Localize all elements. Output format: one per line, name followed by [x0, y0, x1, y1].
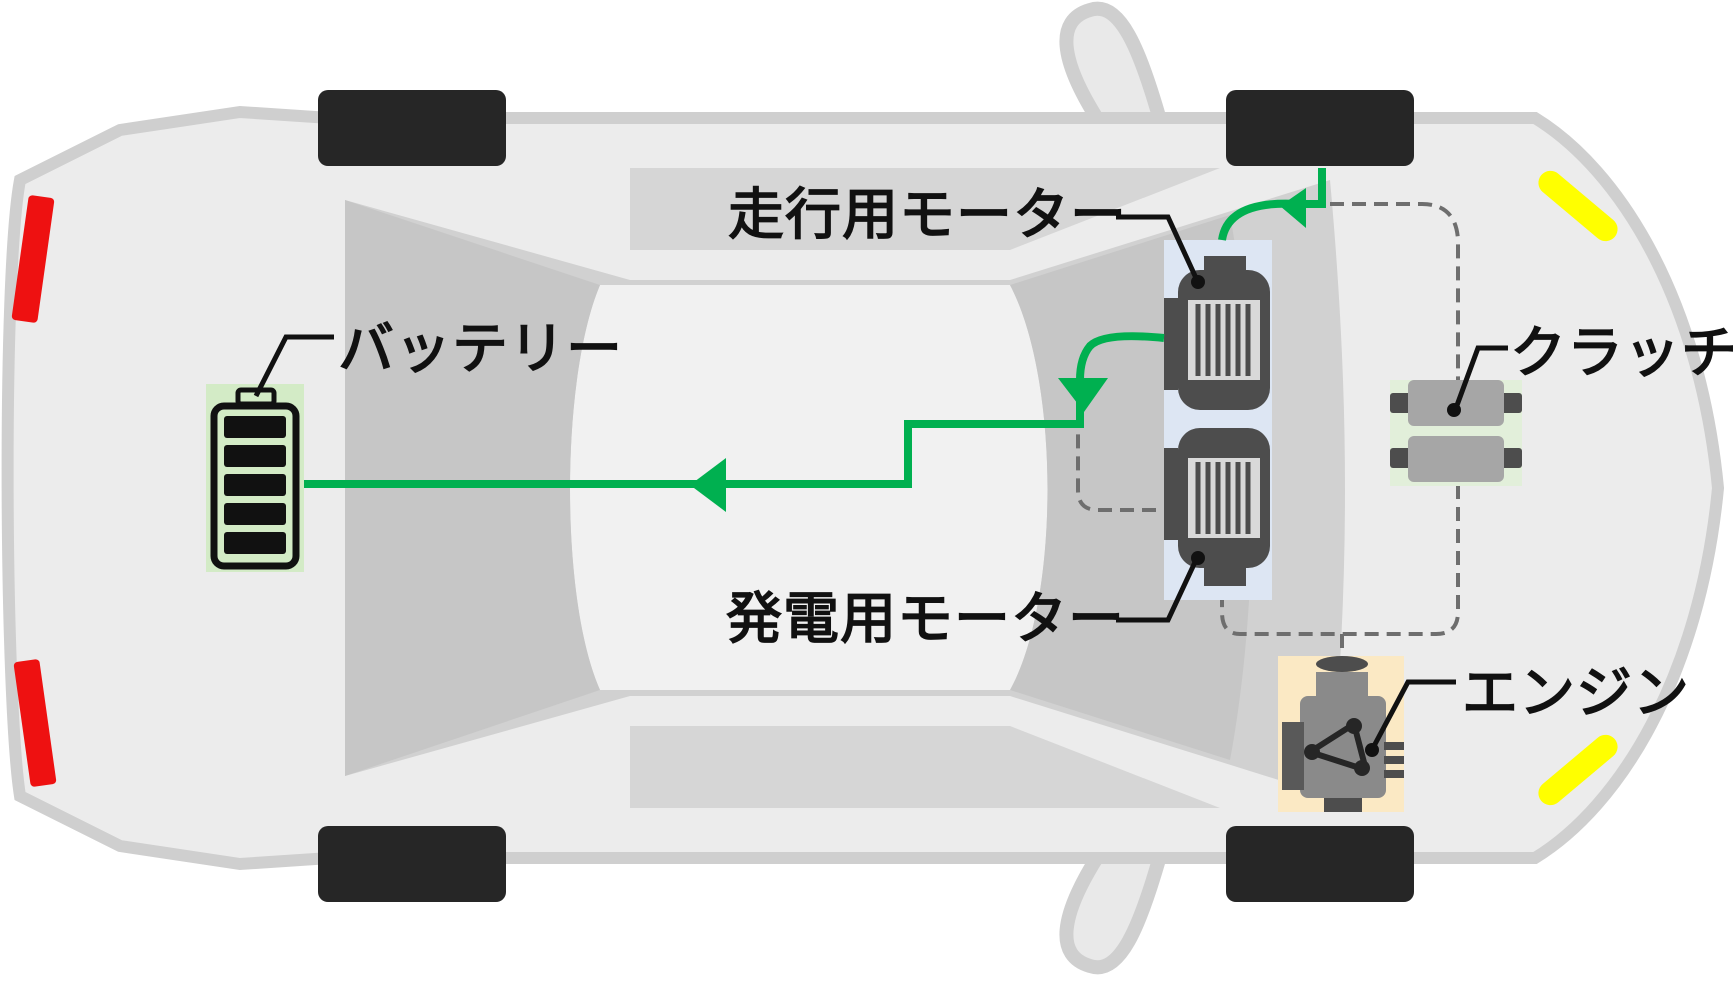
label-engine: エンジン [1462, 661, 1690, 726]
engine-base [1324, 798, 1362, 812]
leader-dots [1191, 275, 1461, 757]
motor-fin-lines [1195, 462, 1251, 534]
head-light-upper [1538, 170, 1618, 242]
tire-rear-top [318, 90, 506, 166]
label-clutch: クラッチ [1510, 321, 1736, 386]
head-light-lower [1538, 734, 1618, 806]
engine-belt [1307, 721, 1369, 773]
engine-pulley [1304, 744, 1320, 760]
flow-arrowhead-drive [1058, 378, 1108, 412]
leader-dot [1191, 275, 1205, 289]
side-window-top [630, 168, 1220, 250]
flow-arrowhead-wheel [1280, 188, 1306, 228]
engine-side [1282, 722, 1304, 790]
label-generator-motor: 発電用モーター [726, 587, 1125, 652]
motor-shaft-cap [1204, 566, 1246, 586]
generator-motor-icon [1164, 428, 1270, 586]
leader-dot [1447, 403, 1461, 417]
flow-drive-motor-to-inverter [1076, 332, 1165, 381]
flow-arrowhead-battery [690, 458, 726, 512]
clutch-icon [1390, 380, 1522, 486]
link-generator-drive [1076, 430, 1156, 512]
motor-fin-lines [1195, 304, 1251, 376]
link-clutch-engine [1220, 485, 1460, 636]
battery-cell [224, 474, 286, 496]
engine-pulley [1354, 760, 1370, 776]
leader-dot [1365, 743, 1379, 757]
engine-port [1384, 742, 1404, 750]
side-mirror-bottom [1059, 849, 1170, 975]
engine-port [1384, 770, 1404, 778]
battery-cell [224, 416, 286, 438]
engine-icon [1278, 656, 1404, 812]
leader-drive-motor [1116, 214, 1199, 280]
leader-clutch [1453, 345, 1508, 409]
battery-icon [206, 384, 304, 572]
leader-dot [1191, 551, 1205, 565]
tire-rear-bottom [318, 826, 506, 902]
motor-flange [1164, 448, 1178, 540]
side-mirror-top [1059, 1, 1170, 127]
leader-battery [253, 334, 334, 398]
battery-cell [224, 445, 286, 467]
battery-cell [224, 503, 286, 525]
tire-front-top [1226, 90, 1414, 166]
leader-engine [1371, 679, 1456, 748]
engine-pulley [1346, 718, 1362, 734]
battery-case [210, 402, 300, 570]
side-window-bottom [630, 726, 1220, 808]
leader-lines [253, 214, 1508, 748]
clutch-plate-lower [1408, 436, 1504, 482]
engine-fan [1316, 656, 1368, 672]
engine-port [1384, 756, 1404, 764]
tire-front-bottom [1226, 826, 1414, 902]
tail-light-upper [11, 195, 55, 323]
motor-flange [1164, 298, 1178, 390]
drive-motor-icon [1164, 256, 1270, 410]
battery-cell [224, 532, 286, 554]
label-battery: バッテリー [338, 317, 623, 382]
leader-generator-motor [1116, 558, 1199, 623]
link-clutch-wheel [1330, 202, 1460, 388]
label-drive-motor: 走行用モーター [728, 183, 1127, 248]
tail-light-lower [13, 659, 57, 787]
